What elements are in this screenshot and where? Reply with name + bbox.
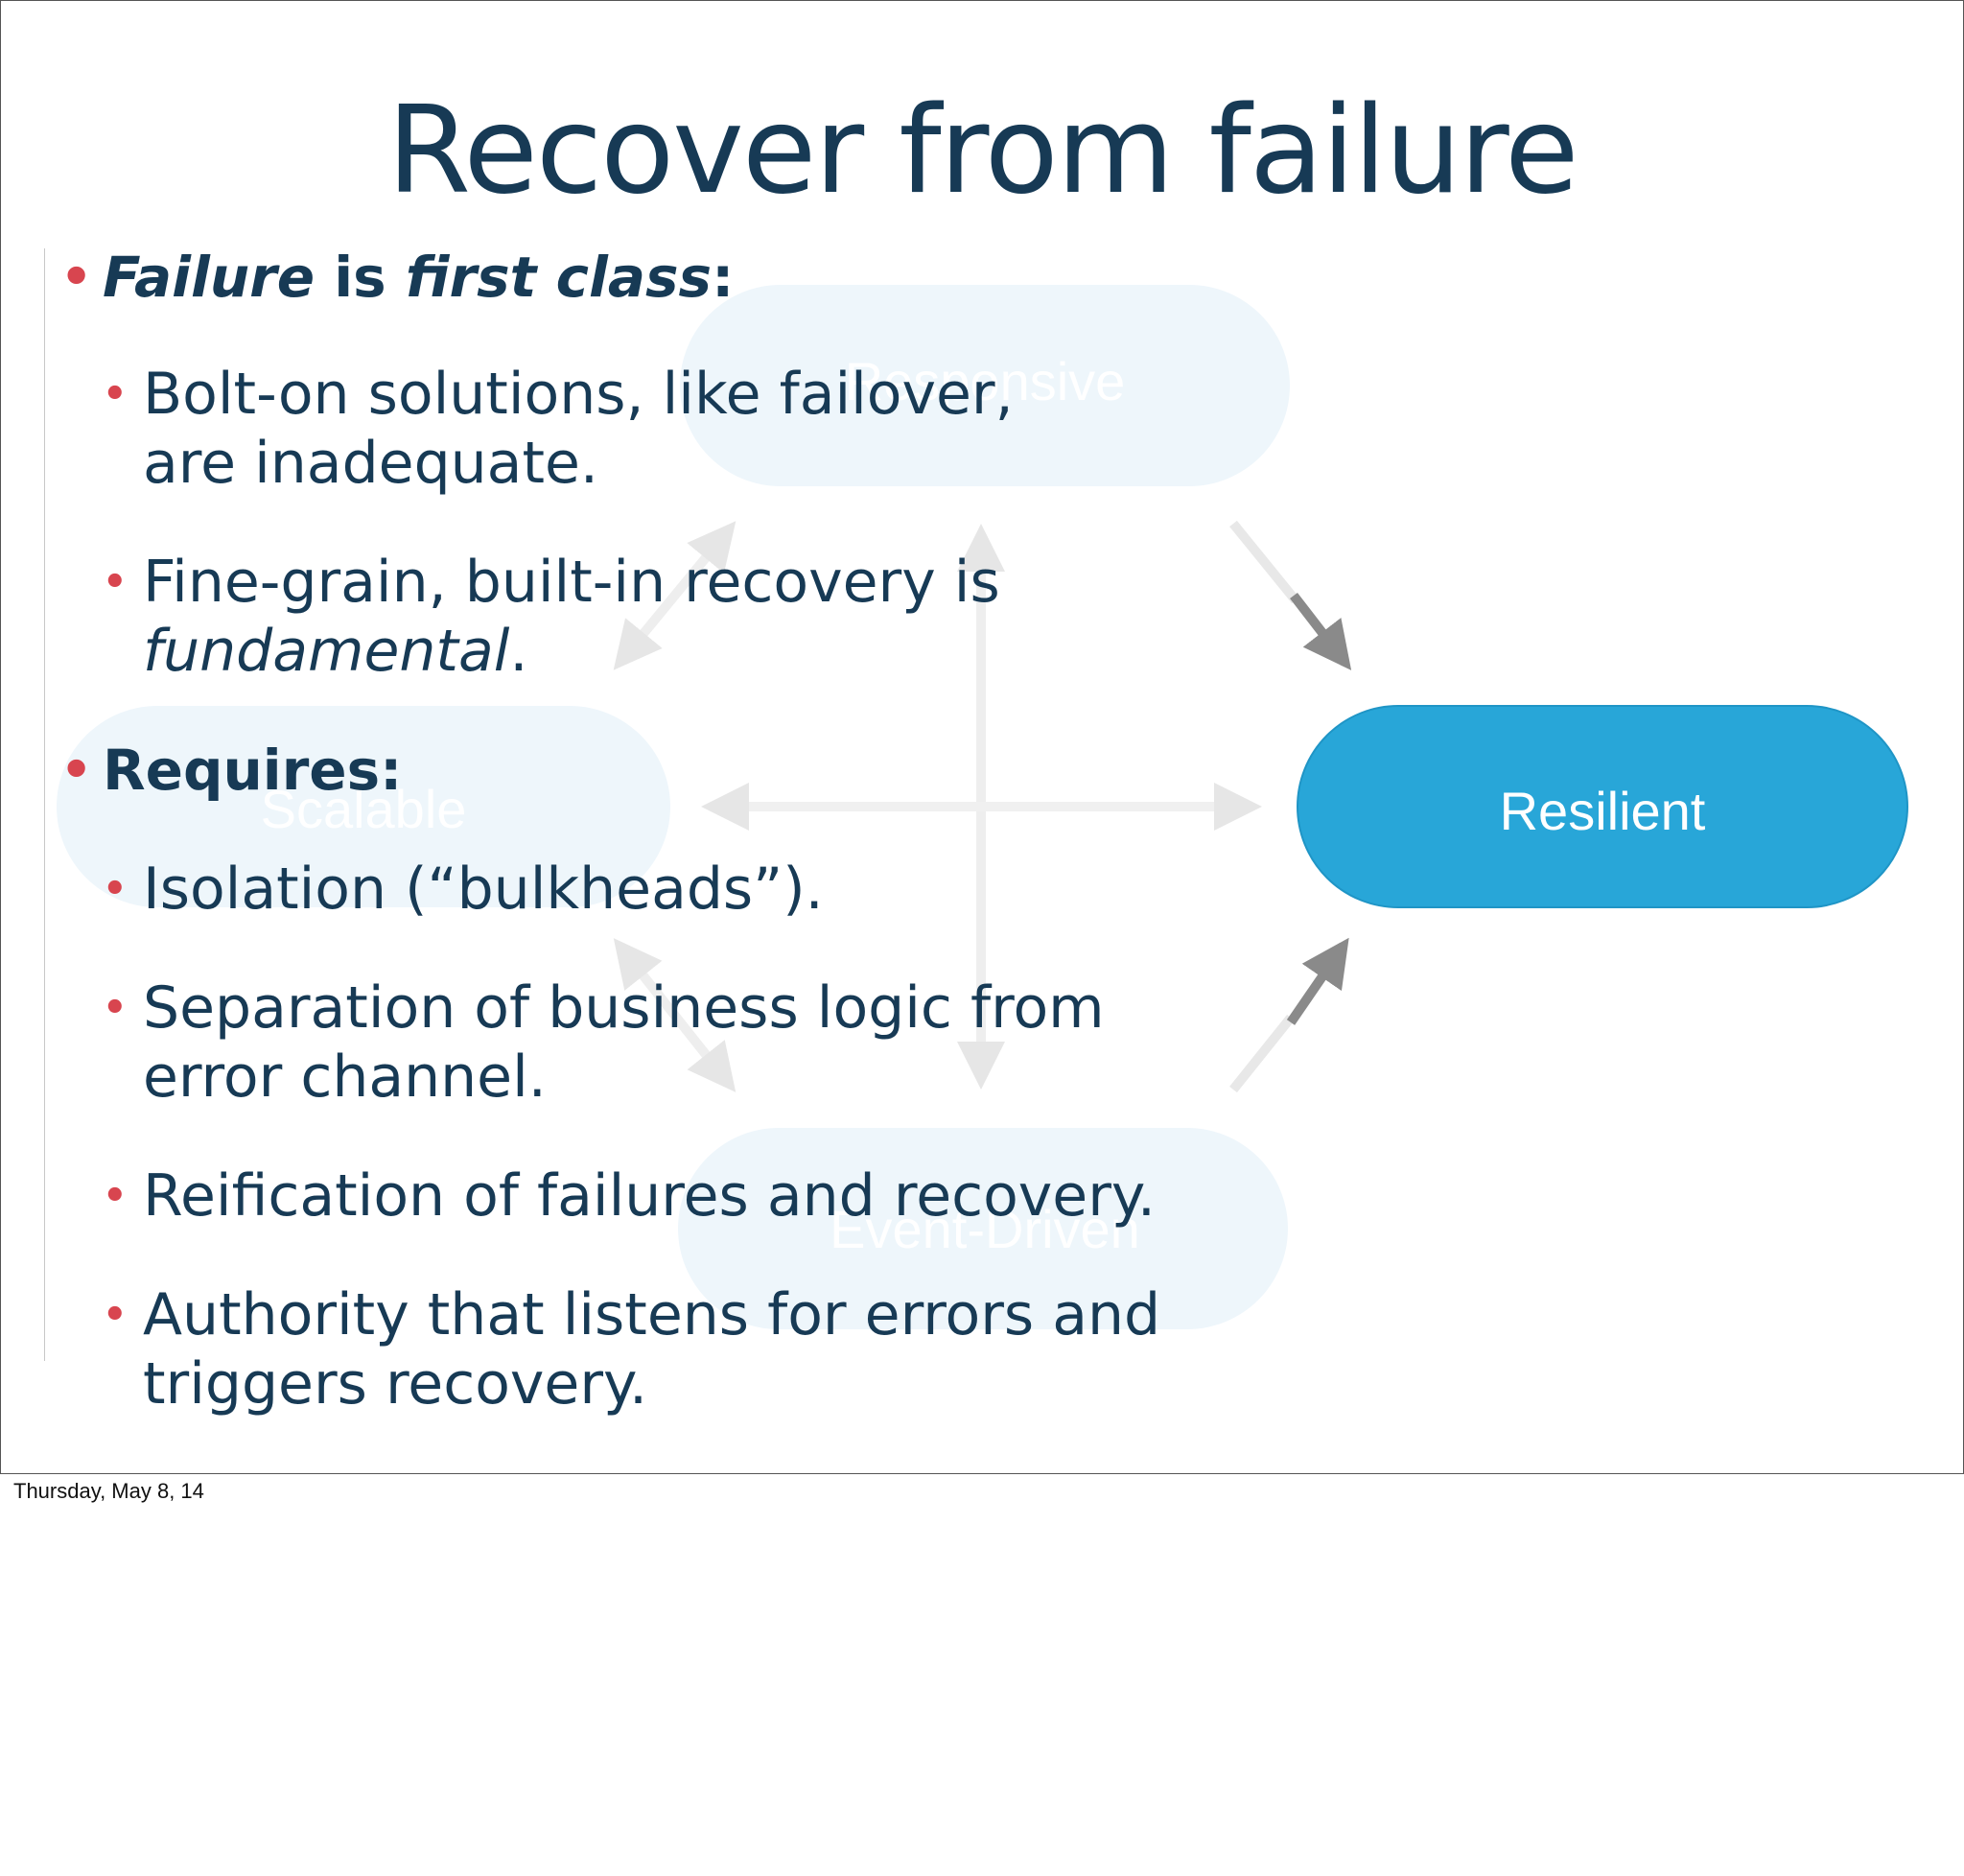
bullet-text: Authority that listens for errors and tr… [143,1281,1161,1418]
node-event-driven: Event-Driven [678,1128,1288,1329]
footer-date: Thursday, May 8, 14 [13,1479,204,1503]
bullet-text-part: first class [405,245,713,310]
bullet-text: Reification of failures and recovery. [143,1162,1156,1230]
bullet-dot: • [103,560,128,604]
bullet-text: Isolation (“bulkheads”). [143,856,824,923]
bullet-text-part: Fine-grain, built-in recovery is [143,549,1000,616]
node-event-driven-label: Event-Driven [830,1199,1140,1259]
bullet-dot: • [103,1174,128,1218]
connector-top-right-faint [1229,520,1299,604]
bullet-text: Requires: [103,738,403,803]
node-scalable-label: Scalable [261,779,467,839]
bullet-dot: • [60,741,93,799]
bullet-text: Failure is first class: [103,243,734,312]
bullet-text: Separation of business logic from error … [143,974,1105,1111]
node-responsive: Responsive [680,285,1290,486]
bullet-list-rule [44,248,45,1361]
bullet-text: Fine-grain, built-in recovery is fundame… [143,548,1102,686]
arrow-to-resilient-top [1290,592,1352,670]
connector-bottom-right-faint [1229,1014,1295,1093]
slide: Responsive Scalable Event-Driven Resilie… [0,0,1964,1474]
bullet-text-part: fundamental [143,618,510,685]
slide-title: Recover from failure [386,80,1579,221]
bullet-text-part: : [712,245,735,310]
node-scalable: Scalable [57,706,670,907]
bullet-text-part: is [315,245,406,310]
node-resilient: Resilient [1297,705,1908,908]
node-resilient-label: Resilient [1500,781,1706,841]
bullet-text-part: . [509,618,528,685]
bullet-text: Bolt-on solutions, like failover, are in… [143,361,1014,497]
connector-top-left [613,521,736,670]
node-responsive-label: Responsive [845,351,1126,411]
bullet-dot: • [103,1293,128,1337]
bullet-dot: • [60,248,93,306]
bullet-dot: • [103,867,128,911]
bullet-text-part: Failure [103,245,316,310]
bullet-dot: • [103,986,128,1030]
connector-bottom-left [613,938,736,1092]
reactive-traits-diagram: Responsive Scalable Event-Driven Resilie… [57,285,1908,1329]
arrow-to-resilient-bottom [1286,937,1349,1025]
bullet-dot: • [103,372,128,416]
